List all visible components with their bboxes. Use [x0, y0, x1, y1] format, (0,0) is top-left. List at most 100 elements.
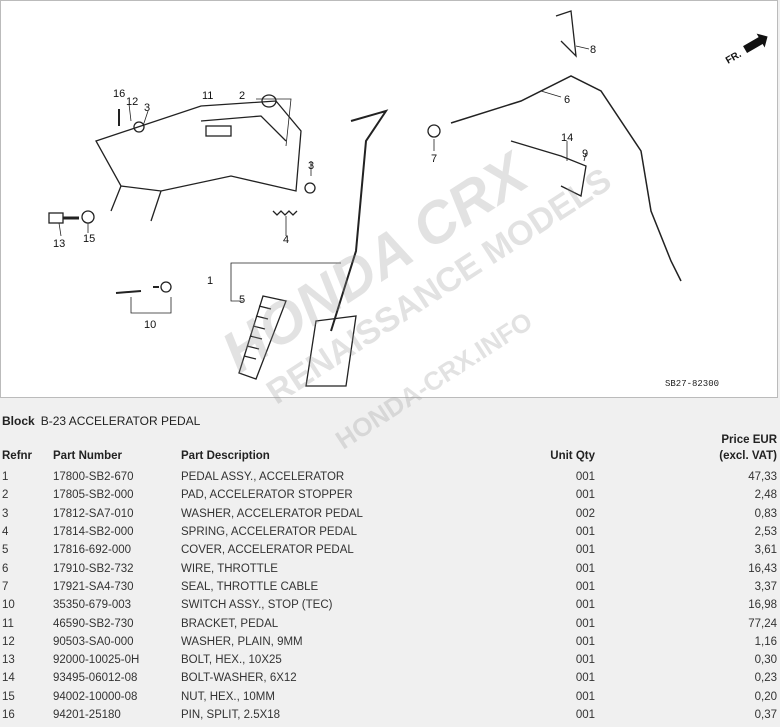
- cell-qty: 001: [575, 580, 595, 593]
- cell-qty: 001: [575, 617, 595, 630]
- svg-text:4: 4: [283, 234, 289, 246]
- cell-description: SWITCH ASSY., STOP (TEC): [181, 599, 333, 612]
- table-header: Refnr Part Number Part Description Unit …: [0, 432, 779, 468]
- svg-text:9: 9: [582, 148, 588, 160]
- table-row: 7 17921-SA4-730 SEAL, THROTTLE CABLE 001 3,3…: [0, 578, 779, 596]
- cell-description: PIN, SPLIT, 2.5X18: [181, 709, 281, 721]
- cell-refnr: 12: [2, 635, 15, 648]
- cell-refnr: 7: [2, 580, 9, 593]
- cell-refnr: 14: [2, 672, 15, 685]
- header-refnr: Refnr: [2, 450, 33, 462]
- cell-refnr: 2: [2, 489, 9, 502]
- cell-part-number: 46590-SB2-730: [53, 617, 134, 630]
- svg-text:15: 15: [83, 233, 95, 245]
- svg-text:14: 14: [561, 132, 573, 144]
- svg-text:6: 6: [564, 94, 570, 106]
- cell-part-number: 17921-SA4-730: [53, 580, 134, 593]
- cell-price: 16,98: [748, 599, 777, 612]
- svg-text:11: 11: [202, 90, 213, 102]
- cell-description: WASHER, ACCELERATOR PEDAL: [181, 507, 363, 520]
- svg-text:16: 16: [113, 88, 125, 100]
- cell-price: 0,30: [754, 654, 777, 667]
- cell-price: 0,20: [754, 690, 777, 703]
- cell-refnr: 10: [2, 599, 15, 612]
- cell-description: SPRING, ACCELERATOR PEDAL: [181, 526, 357, 539]
- cell-refnr: 13: [2, 654, 15, 667]
- diagram-code: SB27-82300: [665, 379, 719, 389]
- cell-refnr: 15: [2, 690, 15, 703]
- throttle-cable: [450, 75, 682, 282]
- svg-text:1: 1: [207, 275, 213, 287]
- svg-text:12: 12: [126, 96, 138, 108]
- cable-bracket: [510, 140, 587, 197]
- cell-qty: 001: [575, 635, 595, 648]
- cell-description: PAD, ACCELERATOR STOPPER: [181, 489, 353, 502]
- pedal-cover: [238, 295, 287, 380]
- cell-part-number: 93495-06012-08: [53, 672, 138, 685]
- cell-part-number: 90503-SA0-000: [53, 635, 134, 648]
- cell-refnr: 16: [2, 709, 15, 721]
- cell-price: 77,24: [748, 617, 777, 630]
- svg-text:5: 5: [239, 294, 245, 306]
- cell-refnr: 11: [2, 617, 14, 630]
- cell-description: SEAL, THROTTLE CABLE: [181, 580, 319, 593]
- cell-refnr: 6: [2, 562, 9, 575]
- cell-refnr: 5: [2, 544, 9, 557]
- cell-qty: 001: [575, 599, 595, 612]
- cell-part-number: 17800-SB2-670: [53, 471, 134, 484]
- cell-part-number: 94002-10000-08: [53, 690, 138, 703]
- cell-part-number: 17910-SB2-732: [53, 562, 134, 575]
- cell-part-number: 17812-SA7-010: [53, 507, 134, 520]
- svg-text:8: 8: [590, 44, 596, 56]
- cell-price: 0,37: [754, 709, 777, 721]
- cell-qty: 001: [575, 709, 595, 721]
- table-row: 11 46590-SB2-730 BRACKET, PEDAL 001 77,24: [0, 614, 779, 632]
- cell-qty: 002: [575, 507, 595, 520]
- cell-part-number: 94201-25180: [53, 709, 121, 721]
- header-qty: Unit Qty: [550, 450, 595, 462]
- cell-description: WIRE, THROTTLE: [181, 562, 278, 575]
- header-part-number: Part Number: [53, 450, 123, 462]
- cell-description: BOLT, HEX., 10X25: [181, 654, 282, 667]
- cell-description: BRACKET, PEDAL: [181, 617, 279, 630]
- throttle-cable-seal: [427, 124, 441, 138]
- cell-description: PEDAL ASSY., ACCELERATOR: [181, 471, 345, 484]
- cable-clip: [555, 10, 577, 58]
- pedal-bracket: [95, 100, 302, 192]
- cell-price: 3,37: [754, 580, 777, 593]
- svg-text:7: 7: [431, 153, 437, 165]
- cell-qty: 001: [575, 544, 595, 557]
- cell-price: 0,83: [754, 507, 777, 520]
- cell-refnr: 4: [2, 526, 9, 539]
- cell-part-number: 92000-10025-0H: [53, 654, 140, 667]
- cell-qty: 001: [575, 672, 595, 685]
- cell-refnr: 1: [2, 471, 9, 484]
- block-label: Block: [2, 414, 35, 428]
- svg-text:13: 13: [53, 238, 65, 250]
- cell-qty: 001: [575, 654, 595, 667]
- parts-table: Refnr Part Number Part Description Unit …: [0, 432, 779, 724]
- svg-text:3: 3: [144, 102, 150, 114]
- front-direction-arrow: FR.: [724, 33, 768, 67]
- cell-price: 2,48: [754, 489, 777, 502]
- header-price: Price EUR(excl. VAT): [719, 434, 777, 462]
- cell-price: 0,23: [754, 672, 777, 685]
- table-row: 1 17800-SB2-670 PEDAL ASSY., ACCELERATOR 00…: [0, 468, 779, 486]
- svg-text:3: 3: [308, 160, 314, 172]
- cell-description: NUT, HEX., 10MM: [181, 690, 275, 703]
- cell-price: 47,33: [748, 471, 777, 484]
- cell-qty: 001: [575, 471, 595, 484]
- cell-part-number: 17814-SB2-000: [53, 526, 134, 539]
- svg-text:10: 10: [144, 319, 156, 331]
- cell-qty: 001: [575, 489, 595, 502]
- table-row: 16 94201-25180 PIN, SPLIT, 2.5X18 001 0,37: [0, 706, 779, 724]
